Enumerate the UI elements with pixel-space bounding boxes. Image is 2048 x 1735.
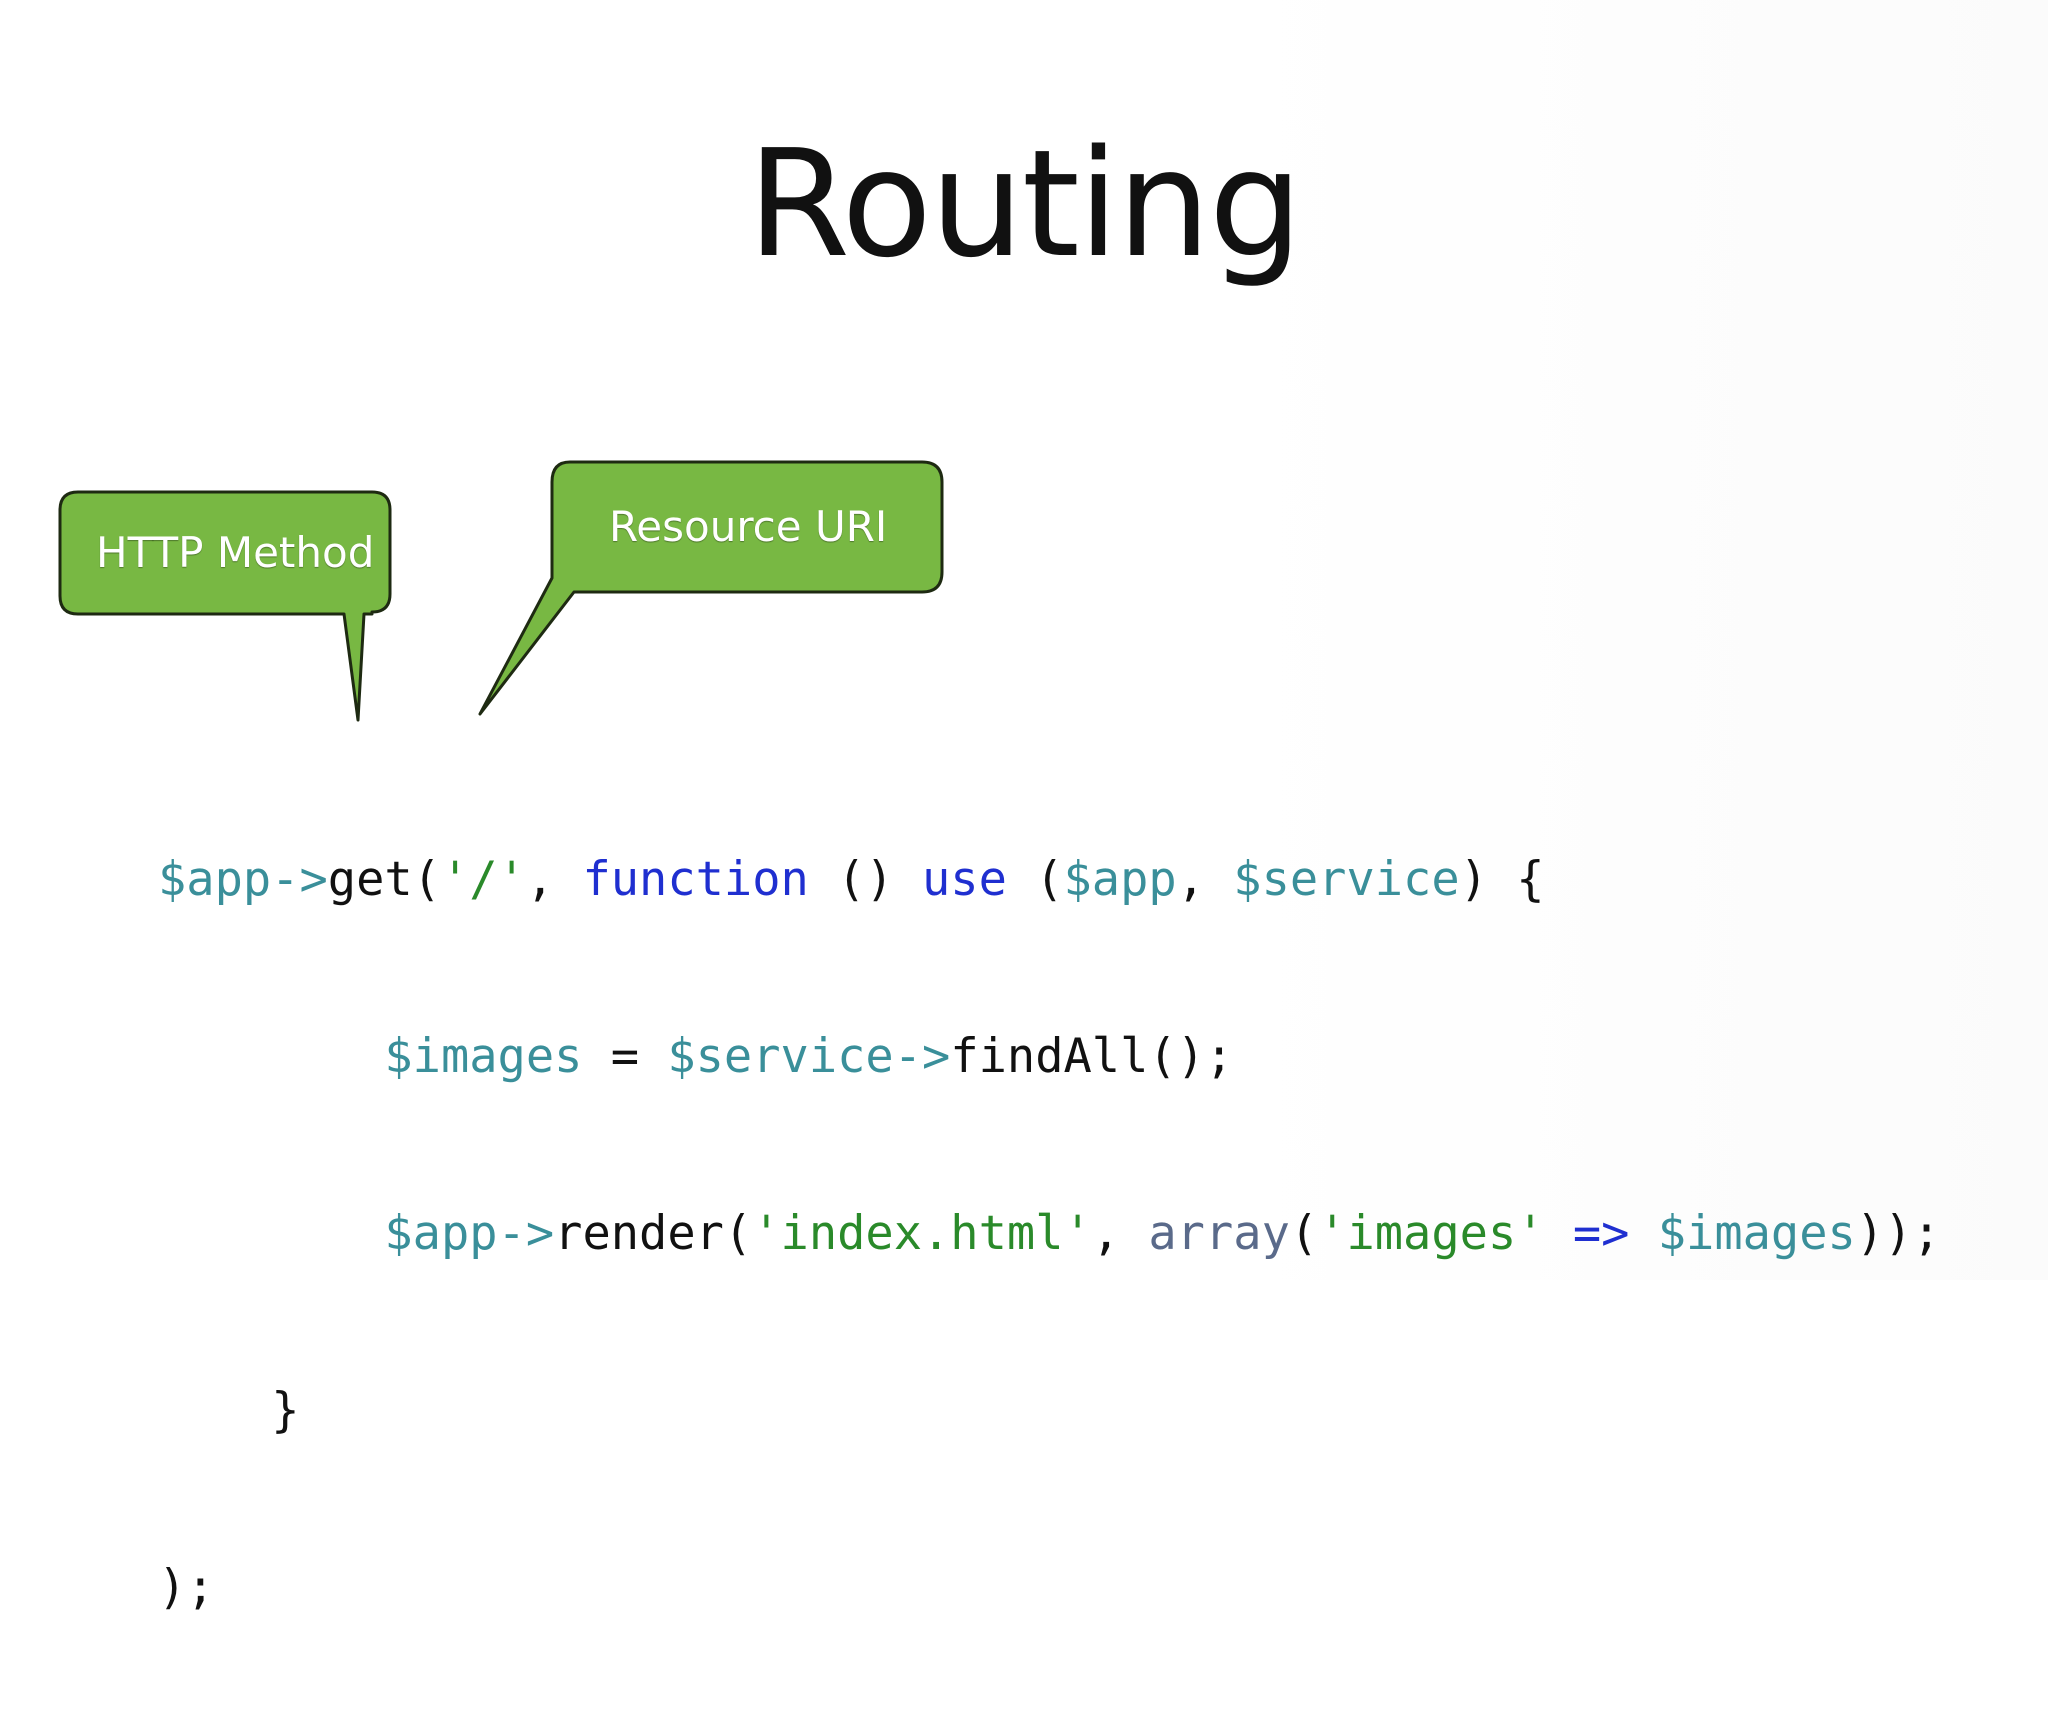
code-token: $app: [1063, 852, 1177, 907]
code-indent: [158, 1383, 271, 1438]
code-token: use: [922, 852, 1007, 907]
code-line-1: $app->get('/', function () use ($app, $s…: [158, 850, 1941, 909]
callout-http-method-bubble: [58, 490, 392, 722]
code-token: array: [1148, 1206, 1290, 1261]
code-token: 'index.html': [752, 1206, 1092, 1261]
code-token: ) {: [1459, 852, 1545, 907]
code-token: $images: [1657, 1206, 1856, 1261]
code-token: [1545, 1206, 1573, 1261]
code-token: =: [582, 1029, 668, 1084]
callout-shapes: [58, 460, 944, 722]
code-token: ,: [1091, 1206, 1149, 1261]
code-indent: [158, 1206, 384, 1261]
code-line-3: $app->render('index.html', array('images…: [158, 1204, 1941, 1263]
code-token: 'images': [1318, 1206, 1545, 1261]
code-token: (): [808, 852, 923, 907]
callout-resource-uri-bubble: [478, 460, 944, 716]
code-token: render(: [554, 1206, 753, 1261]
code-token: function: [582, 852, 809, 907]
code-token: (: [1006, 852, 1064, 907]
code-token: [1629, 1206, 1657, 1261]
presentation-slide: Routing HTTP Method Resource URI $app->g…: [0, 0, 2048, 1615]
slide-title: Routing: [747, 118, 1302, 290]
code-token: }: [271, 1383, 300, 1438]
code-indent: [158, 1029, 384, 1084]
code-token: $service: [1233, 852, 1460, 907]
code-token: get(: [327, 852, 441, 907]
code-line-4: }: [158, 1381, 1941, 1440]
code-line-2: $images = $service->findAll();: [158, 1027, 1941, 1086]
code-token: $service->: [667, 1029, 951, 1084]
code-line-5: );: [158, 1558, 1941, 1617]
code-token: =>: [1572, 1206, 1630, 1261]
code-token: (: [1289, 1206, 1319, 1261]
callout-http-method-label: HTTP Method: [96, 528, 375, 577]
code-token: $app->: [384, 1206, 555, 1261]
code-token: findAll();: [950, 1029, 1234, 1084]
code-token: );: [158, 1560, 215, 1615]
code-token: '/': [440, 852, 526, 907]
callout-resource-uri-label: Resource URI: [609, 502, 888, 551]
code-token: ,: [525, 852, 583, 907]
code-token: ));: [1855, 1206, 1941, 1261]
code-token: $app->: [158, 852, 328, 907]
code-block: $app->get('/', function () use ($app, $s…: [158, 732, 1941, 1735]
code-token: $images: [384, 1029, 583, 1084]
code-token: ,: [1176, 852, 1234, 907]
